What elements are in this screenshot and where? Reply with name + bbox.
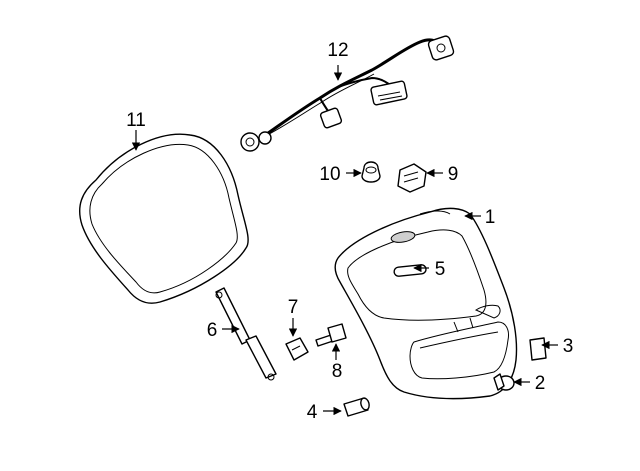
weatherstrip-seal (78, 133, 249, 304)
callout-3: 3 (563, 336, 574, 357)
callout-6: 6 (207, 320, 218, 341)
wiring-harness (240, 35, 455, 152)
callout-10: 10 (319, 164, 340, 185)
callout-8: 8 (332, 361, 343, 382)
callout-1: 1 (485, 207, 496, 228)
leader-lines (131, 65, 558, 416)
callout-11: 11 (126, 110, 146, 131)
bumper-pin (361, 161, 381, 183)
label-plate (529, 337, 547, 361)
latch (397, 163, 427, 193)
callout-labels: 12 11 10 9 1 5 6 7 8 3 2 4 (126, 40, 573, 423)
callout-12: 12 (327, 40, 348, 61)
callout-2: 2 (535, 373, 546, 394)
liftgate (334, 207, 518, 400)
bolt (315, 323, 347, 347)
callout-4: 4 (307, 402, 318, 423)
clip (285, 337, 309, 361)
callout-9: 9 (448, 164, 459, 185)
gas-strut (215, 287, 277, 381)
callout-7: 7 (288, 297, 299, 318)
screw (493, 373, 515, 391)
bumper-stop (343, 397, 370, 417)
callout-5: 5 (435, 259, 446, 280)
